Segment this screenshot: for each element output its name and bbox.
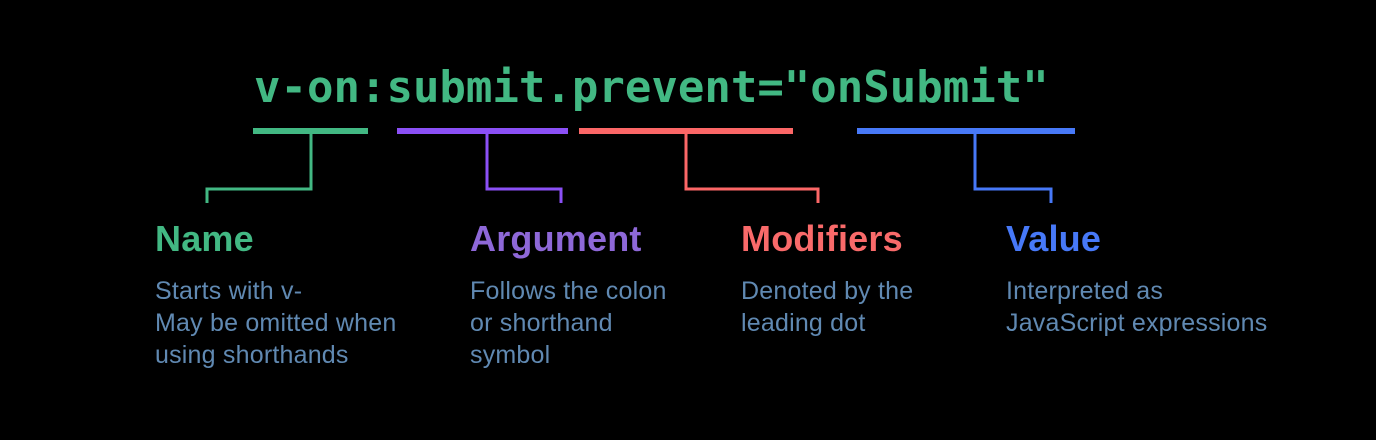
- directive-code-text: v-on:submit.prevent="onSubmit": [254, 62, 1049, 113]
- argument-label: Argument: [470, 218, 642, 259]
- modifiers-description-line: leading dot: [741, 309, 866, 337]
- argument-underline: [397, 128, 568, 134]
- argument-description-line: Follows the colon: [470, 277, 667, 305]
- modifiers-connector-line: [684, 132, 820, 203]
- value-underline: [857, 128, 1075, 134]
- argument-description: Follows the colon or shorthand symbol: [470, 275, 667, 371]
- value-description-line: JavaScript expressions: [1006, 309, 1268, 337]
- name-underline: [253, 128, 368, 134]
- name-description-line: using shorthands: [155, 341, 349, 369]
- name-description: Starts with v- May be omitted when using…: [155, 275, 396, 371]
- name-connector-line: [205, 132, 313, 203]
- value-label: Value: [1006, 218, 1102, 259]
- name-description-line: May be omitted when: [155, 309, 397, 337]
- value-description: Interpreted as JavaScript expressions: [1006, 275, 1267, 339]
- name-label: Name: [155, 218, 254, 259]
- modifiers-description: Denoted by the leading dot: [741, 275, 913, 339]
- modifiers-underline: [579, 128, 793, 134]
- value-connector-line: [973, 132, 1053, 203]
- modifiers-label: Modifiers: [741, 218, 903, 259]
- argument-connector-line: [485, 132, 563, 203]
- value-description-line: Interpreted as: [1006, 277, 1164, 305]
- argument-description-line: symbol: [470, 341, 551, 369]
- modifiers-description-line: Denoted by the: [741, 277, 914, 305]
- argument-description-line: or shorthand: [470, 309, 613, 337]
- name-description-line: Starts with v-: [155, 277, 303, 305]
